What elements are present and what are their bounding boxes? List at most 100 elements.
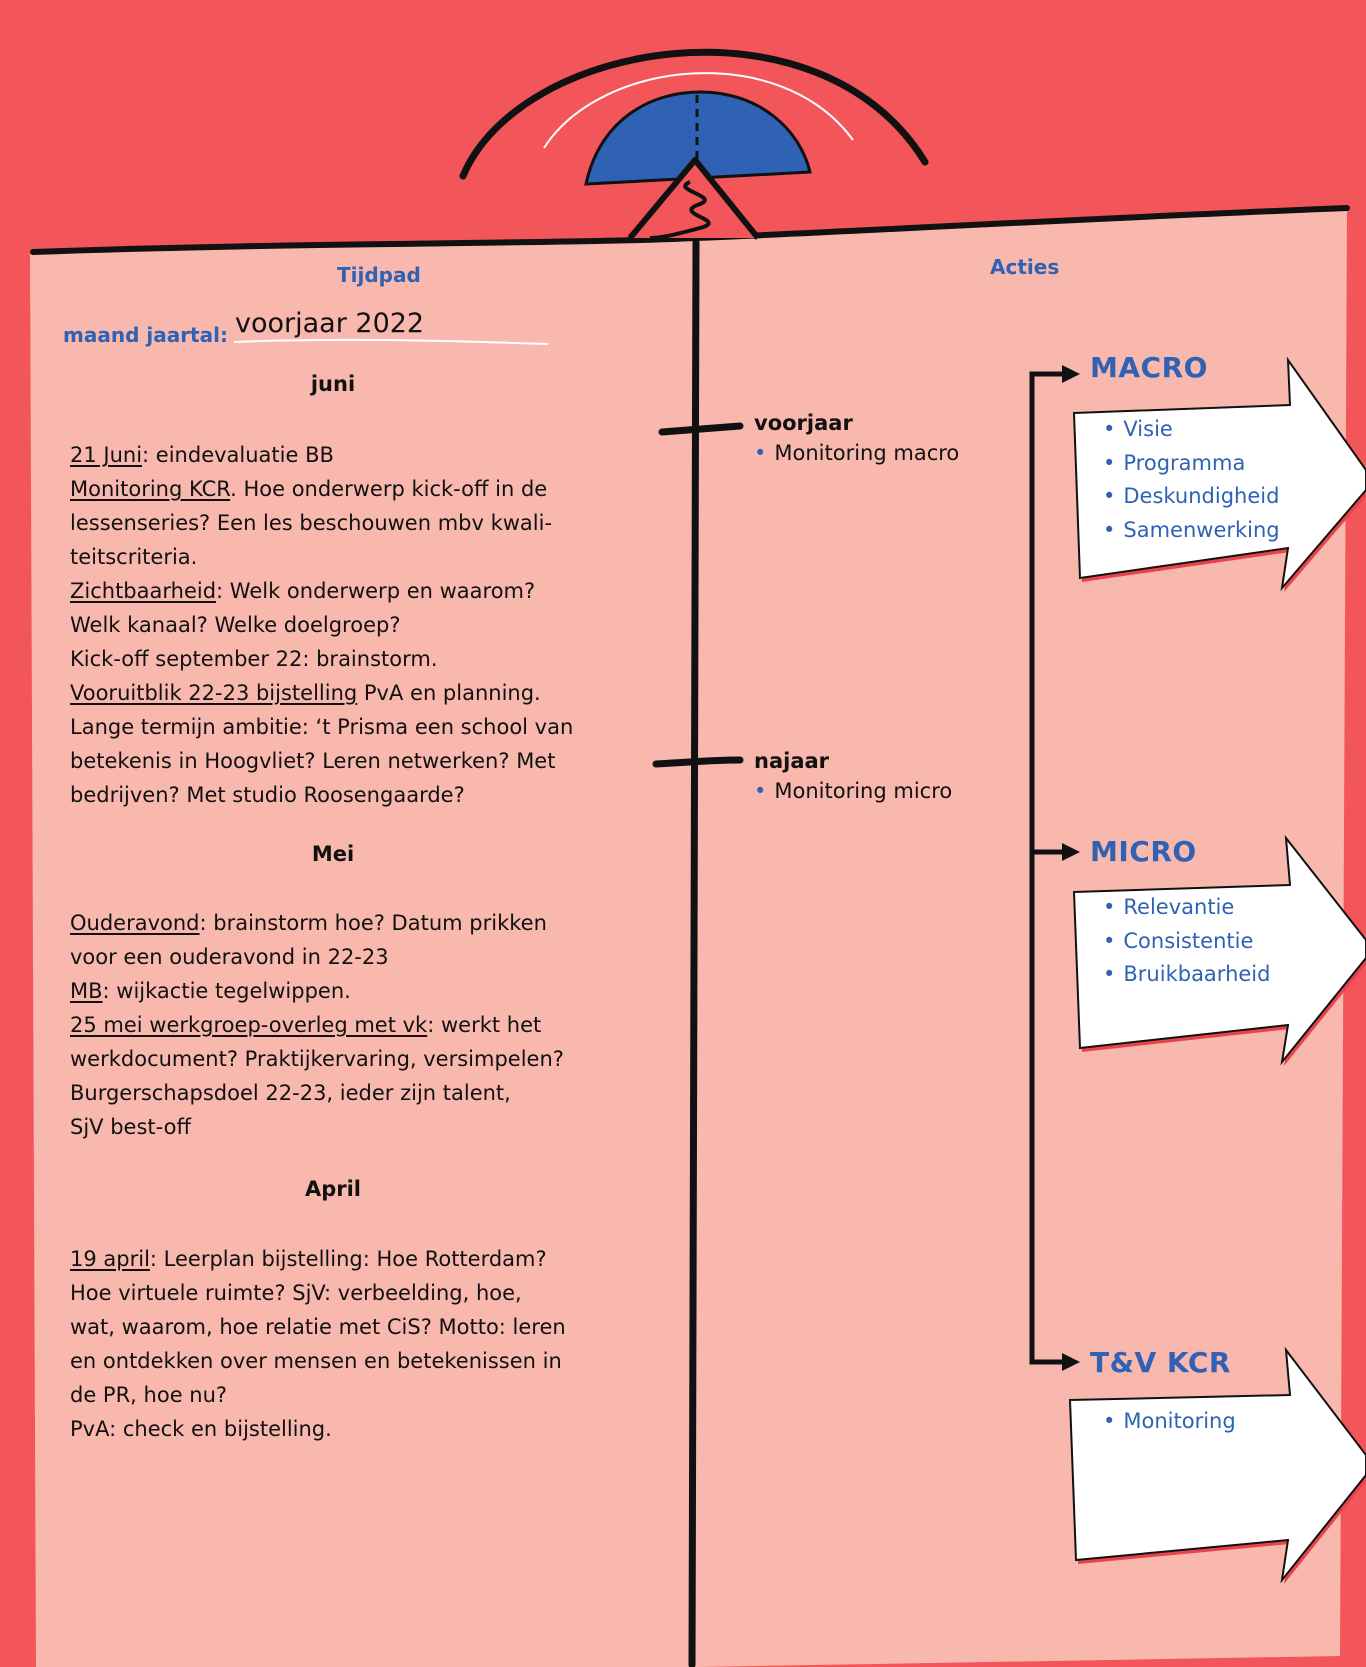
timeline-title: voorjaar <box>754 411 853 435</box>
paper-top-line <box>30 205 1350 255</box>
note-line: Hoe virtuele ruimte? SjV: verbeelding, h… <box>70 1276 630 1310</box>
category-item: Monitoring <box>1103 1405 1235 1439</box>
note-text: lessenseries? Een les beschouwen mbv kwa… <box>70 511 553 535</box>
paper-sheet <box>30 208 1347 1667</box>
note-text: bedrijven? Met studio Roosengaarde? <box>70 783 465 807</box>
note-line: lessenseries? Een les beschouwen mbv kwa… <box>70 506 630 540</box>
note-line: Welk kanaal? Welke doelgroep? <box>70 608 630 642</box>
note-line: PvA: check en bijstelling. <box>70 1412 630 1446</box>
note-line: Zichtbaarheid: Welk onderwerp en waarom? <box>70 574 630 608</box>
note-text: : werkt het <box>427 1013 542 1037</box>
note-line: Burgerschapsdoel 22-23, ieder zijn talen… <box>70 1076 630 1110</box>
note-line: bedrijven? Met studio Roosengaarde? <box>70 778 630 812</box>
note-line: betekenis in Hoogvliet? Leren netwerken?… <box>70 744 630 778</box>
note-keyword: Zichtbaarheid <box>70 579 217 603</box>
note-line: voor een ouderavond in 22-23 <box>70 940 630 974</box>
note-text: : wijkactie tegelwippen. <box>102 979 351 1003</box>
note-keyword: 21 Juni <box>70 443 143 467</box>
note-line: wat, waarom, hoe relatie met CiS? Motto:… <box>70 1310 630 1344</box>
note-keyword: Vooruitblik 22-23 bijstelling <box>70 681 358 705</box>
note-line: MB: wijkactie tegelwippen. <box>70 974 630 1008</box>
timeline-entry-voorjaar: voorjaar • Monitoring macro <box>754 411 959 465</box>
timeline-item: • Monitoring micro <box>754 779 952 803</box>
timeline-tick <box>652 756 744 768</box>
category-list-micro: RelevantieConsistentieBruikbaarheid <box>1103 891 1270 992</box>
category-list-tv-kcr: Monitoring <box>1103 1405 1235 1439</box>
note-text: werkdocument? Praktijkervaring, versimpe… <box>70 1047 564 1071</box>
note-text: Burgerschapsdoel 22-23, ieder zijn talen… <box>70 1081 511 1105</box>
note-text: : Leerplan bijstelling: Hoe Rotterdam? <box>149 1247 547 1271</box>
timeline-entry-najaar: najaar • Monitoring micro <box>754 749 952 803</box>
note-keyword: 25 mei werkgroep-overleg met vk <box>70 1013 428 1037</box>
note-line: 25 mei werkgroep-overleg met vk: werkt h… <box>70 1008 630 1042</box>
note-line: en ontdekken over mensen en betekenissen… <box>70 1344 630 1378</box>
category-title-tv-kcr: T&V KCR <box>1090 1346 1231 1379</box>
note-text: . Hoe onderwerp kick-off in de <box>230 477 548 501</box>
month-notes-april: 19 april: Leerplan bijstelling: Hoe Rott… <box>70 1242 630 1446</box>
note-text: en ontdekken over mensen en betekenissen… <box>70 1349 562 1373</box>
bullet-icon: • <box>754 779 767 803</box>
note-text: : Welk onderwerp en waarom? <box>216 579 536 603</box>
category-item: Consistentie <box>1103 925 1270 959</box>
note-keyword: MB <box>70 979 103 1003</box>
category-item: Visie <box>1103 413 1280 447</box>
arrow-right-icon <box>1062 1353 1080 1371</box>
note-line: Kick-off september 22: brainstorm. <box>70 642 630 676</box>
note-keyword: Monitoring KCR <box>70 477 231 501</box>
bullet-icon: • <box>754 441 767 465</box>
note-text: PvA: check en bijstelling. <box>70 1417 332 1441</box>
note-line: Ouderavond: brainstorm hoe? Datum prikke… <box>70 906 630 940</box>
timeline-title: najaar <box>754 749 830 773</box>
tijdpad-heading: Tijdpad <box>337 263 421 287</box>
note-keyword: Ouderavond <box>70 911 200 935</box>
note-text: : eindevaluatie BB <box>142 443 334 467</box>
month-heading-mei: Mei <box>311 842 355 866</box>
note-text: de PR, hoe nu? <box>70 1383 228 1407</box>
month-heading-april: April <box>304 1177 362 1201</box>
category-item: Programma <box>1103 447 1280 481</box>
date-underline <box>233 338 549 345</box>
note-line: 21 Juni: eindevaluatie BB <box>70 438 630 472</box>
note-text: betekenis in Hoogvliet? Leren netwerken?… <box>70 749 556 773</box>
note-text: Lange termijn ambitie: ‘t Prisma een sch… <box>70 715 574 739</box>
timeline-item-text: Monitoring macro <box>774 441 960 465</box>
timeline-tick <box>658 422 744 436</box>
note-line: teitscriteria. <box>70 540 630 574</box>
category-item: Relevantie <box>1103 891 1270 925</box>
timeline-item: • Monitoring macro <box>754 441 959 465</box>
note-text: PvA en planning. <box>357 681 541 705</box>
lighthouse-icon <box>459 48 929 240</box>
acties-heading: Acties <box>990 255 1060 279</box>
timeline-item-text: Monitoring micro <box>774 779 953 803</box>
note-text: Welk kanaal? Welke doelgroep? <box>70 613 401 637</box>
month-notes-mei: Ouderavond: brainstorm hoe? Datum prikke… <box>70 906 630 1144</box>
timeline-spine <box>687 238 700 1667</box>
note-line: SjV best-off <box>70 1110 630 1144</box>
arrow-right-icon <box>1062 843 1080 861</box>
month-heading-juni: juni <box>310 372 356 396</box>
note-text: Kick-off september 22: brainstorm. <box>70 647 438 671</box>
note-text: wat, waarom, hoe relatie met CiS? Motto:… <box>70 1315 566 1339</box>
category-title-micro: MICRO <box>1090 835 1197 868</box>
note-line: werkdocument? Praktijkervaring, versimpe… <box>70 1042 630 1076</box>
note-text: SjV best-off <box>70 1115 191 1139</box>
date-value: voorjaar 2022 <box>235 308 425 339</box>
note-text: : brainstorm hoe? Datum prikken <box>199 911 547 935</box>
category-item: Samenwerking <box>1103 514 1279 548</box>
arrow-right-icon <box>1062 365 1080 383</box>
note-line: Monitoring KCR. Hoe onderwerp kick-off i… <box>70 472 630 506</box>
note-line: de PR, hoe nu? <box>70 1378 630 1412</box>
note-line: Lange termijn ambitie: ‘t Prisma een sch… <box>70 710 630 744</box>
note-line: Vooruitblik 22-23 bijstelling PvA en pla… <box>70 676 630 710</box>
note-keyword: 19 april <box>70 1247 150 1271</box>
category-item: Deskundigheid <box>1103 480 1280 514</box>
note-text: voor een ouderavond in 22-23 <box>70 945 389 969</box>
date-label: maand jaartal: <box>63 323 228 347</box>
note-text: Hoe virtuele ruimte? SjV: verbeelding, h… <box>70 1281 522 1305</box>
category-title-macro: MACRO <box>1090 351 1208 384</box>
category-item: Bruikbaarheid <box>1103 958 1270 992</box>
note-line: 19 april: Leerplan bijstelling: Hoe Rott… <box>70 1242 630 1276</box>
